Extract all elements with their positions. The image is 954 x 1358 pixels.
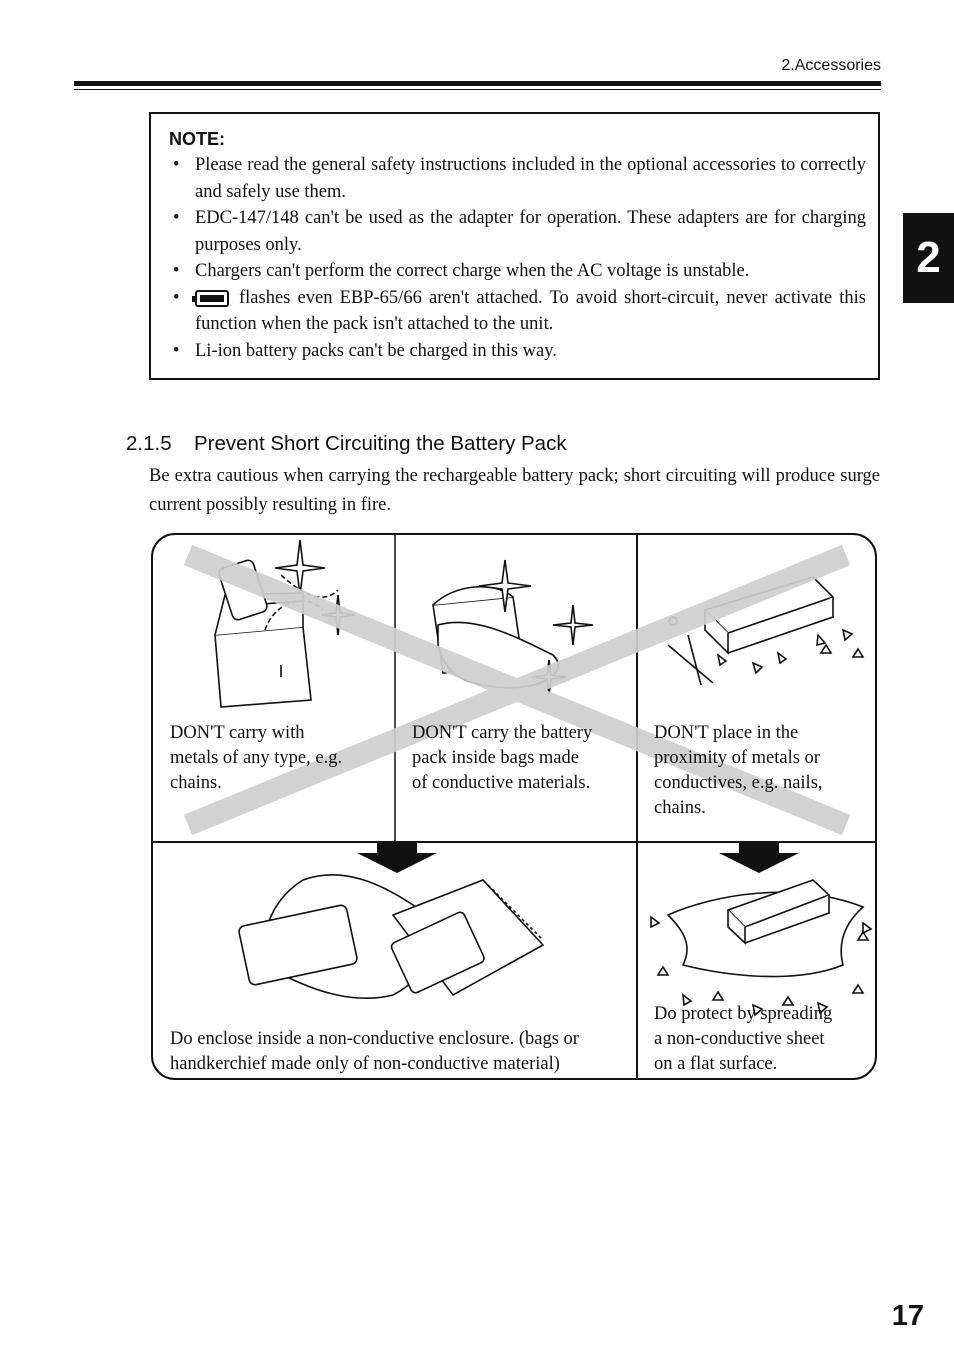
dont-caption: DON'T carry the battery pack inside bags… <box>412 723 593 793</box>
down-arrow-icon <box>719 842 799 873</box>
header-rule-thin <box>74 89 881 90</box>
note-item: flashes even EBP-65/66 aren't attached. … <box>173 285 866 338</box>
prohibited-cross-icon <box>183 544 851 836</box>
note-box: NOTE: Please read the general safety ins… <box>149 112 880 380</box>
figure-drawing <box>153 535 875 1078</box>
note-item: Chargers can't perform the correct charg… <box>173 258 866 285</box>
section-number: 2.1.5 <box>126 432 172 455</box>
note-item: EDC-147/148 can't be used as the adapter… <box>173 205 866 258</box>
dont-caption: DON'T place in the proximity of metals o… <box>654 723 823 818</box>
note-item-text: Please read the general safety instructi… <box>195 155 866 202</box>
down-arrow-icon <box>357 842 437 873</box>
chapter-tab: 2 <box>903 213 954 303</box>
page-number: 17 <box>891 1300 924 1332</box>
section-body: Be extra cautious when carrying the rech… <box>149 466 880 515</box>
header-rule-thick <box>74 81 881 86</box>
note-item-text: Chargers can't perform the correct charg… <box>195 261 750 281</box>
running-header: 2.Accessories <box>781 57 881 74</box>
note-item: Please read the general safety instructi… <box>173 152 866 205</box>
do-caption: Do protect by spreading a non-conductive… <box>654 1004 833 1074</box>
note-item-text: Li-ion battery packs can't be charged in… <box>195 340 557 361</box>
safety-figure: DON'T carry with metals of any type, e.g… <box>151 533 877 1080</box>
sheet-battery-illustration <box>650 879 873 1017</box>
do-caption: Do enclose inside a non-conductive enclo… <box>170 1029 579 1074</box>
note-item-text: EDC-147/148 can't be used as the adapter… <box>195 208 866 255</box>
dont-caption: DON'T carry with metals of any type, e.g… <box>170 723 343 793</box>
wrapped-battery-illustration <box>238 873 545 999</box>
section-heading: 2.1.5 Prevent Short Circuiting the Batter… <box>126 432 567 456</box>
battery-full-icon <box>192 289 229 307</box>
section-title: Prevent Short Circuiting the Battery Pac… <box>194 432 567 455</box>
note-title: NOTE: <box>169 129 225 149</box>
note-item: Li-ion battery packs can't be charged in… <box>173 338 866 365</box>
note-list: Please read the general safety instructi… <box>173 152 866 364</box>
note-item-text: flashes even EBP-65/66 aren't attached. … <box>195 287 866 335</box>
